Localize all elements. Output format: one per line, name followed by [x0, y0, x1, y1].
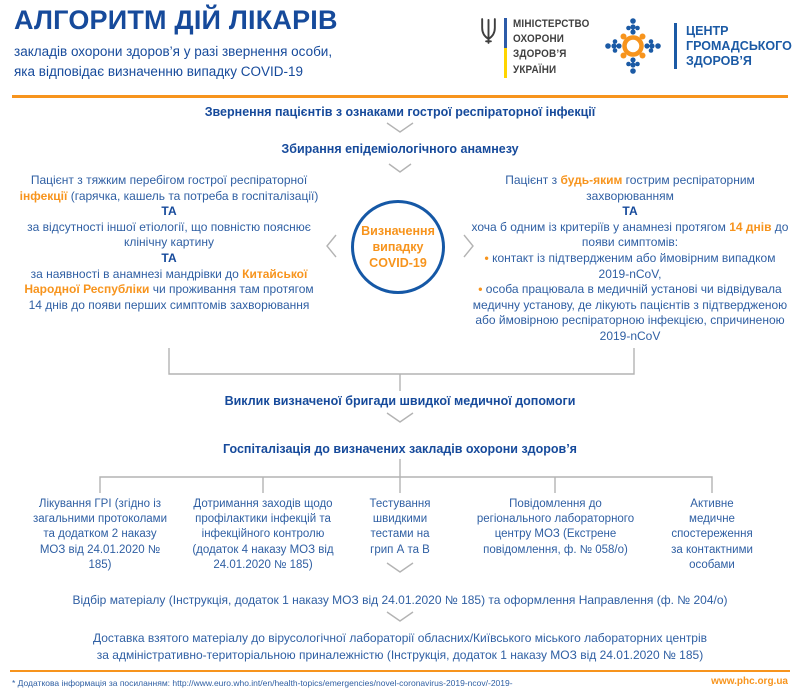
footer-note: * Додаткова інформація за посиланням: ht… [12, 678, 513, 688]
step-anamnesis: Збирання епідеміологічного анамнезу [281, 142, 519, 156]
subtitle-line-1: закладів охорони здоров’я у разі звернен… [14, 44, 333, 59]
step-referral: Звернення пацієнтів з ознаками гострої р… [204, 105, 596, 119]
delivery-line-1: Доставка взятого матеріалу до вірусологі… [92, 631, 708, 645]
step-sampling: Відбір матеріалу (Інструкція, додаток 1 … [72, 593, 728, 607]
subtitle-line-2: яка відповідає визначенню випадку COVID-… [14, 63, 303, 79]
delivery-line-2: за адміністративно-територіальною принал… [96, 648, 704, 663]
moh-logo: МІНІСТЕРСТВО ОХОРОНИ ЗДОРОВ’Я УКРАЇНИ [479, 17, 598, 78]
step-ambulance-call: Виклик визначеної бригади швидкої медичн… [224, 394, 576, 408]
phc-line: ЗДОРОВ’Я [686, 53, 752, 68]
moh-line: ЗДОРОВ’Я [513, 48, 567, 61]
chevron-down-icon [388, 163, 412, 173]
chevron-left-icon [326, 234, 337, 258]
chevron-down-icon [386, 611, 414, 622]
circle-line: Визначення [361, 223, 435, 238]
phc-line: ЦЕНТР [686, 23, 729, 38]
case-definition-circle: Визначення випадку COVID-19 [351, 200, 445, 294]
phc-line: ГРОМАДСЬКОГО [686, 38, 792, 53]
step-delivery: Доставка взятого матеріалу до вірусологі… [0, 630, 800, 665]
footer-site-url: www.phc.org.ua [711, 676, 788, 687]
phc-logo-text: ЦЕНТР ГРОМАДСЬКОГО ЗДОРОВ’Я [686, 24, 792, 69]
connector-bracket-columns [99, 476, 713, 493]
column-lab-notification: Повідомлення до регіонального лабораторн… [476, 498, 635, 556]
connector-bracket-top [168, 348, 635, 375]
column-infection-control: Дотримання заходів щодо профілактики інф… [192, 498, 334, 571]
header-divider [12, 95, 788, 98]
phc-logo: ЦЕНТР ГРОМАДСЬКОГО ЗДОРОВ’Я [601, 14, 792, 78]
step-hospitalization: Госпіталізація до визначених закладів ох… [223, 442, 577, 456]
chevron-down-icon [386, 122, 414, 133]
flag-divider-bar [504, 18, 507, 78]
page-title: АЛГОРИТМ ДІЙ ЛІКАРІВ [14, 5, 338, 35]
header: АЛГОРИТМ ДІЙ ЛІКАРІВ закладів охорони зд… [0, 0, 800, 98]
left-criteria-panel: Пацієнт з тяжким перебігом гострої респі… [19, 173, 319, 312]
moh-line: УКРАЇНИ [513, 63, 557, 76]
trident-icon [481, 18, 496, 44]
moh-line: ОХОРОНИ [513, 33, 565, 46]
moh-line: МІНІСТЕРСТВО [513, 18, 590, 30]
page-subtitle: закладів охорони здоров’я у разі звернен… [14, 42, 332, 81]
dots-diamond-icon [605, 18, 661, 74]
right-criteria-panel: Пацієнт з будь-яким гострим респіраторни… [471, 173, 789, 343]
circle-line: COVID-19 [369, 256, 427, 271]
footer-divider [10, 670, 790, 672]
column-contact-observation: Активне медичне спостереження за контакт… [671, 498, 753, 571]
moh-logo-text: МІНІСТЕРСТВО ОХОРОНИ ЗДОРОВ’Я УКРАЇНИ [513, 17, 590, 78]
circle-line: випадку [372, 239, 424, 254]
column-treatment: Лікування ГРІ (згідно із загальними прот… [32, 498, 168, 571]
chevron-down-icon [386, 562, 414, 573]
chevron-down-icon [386, 412, 414, 423]
logo-divider-bar [674, 23, 677, 69]
column-flu-testing: Тестування швидкими тестами на грип А та… [369, 498, 431, 556]
